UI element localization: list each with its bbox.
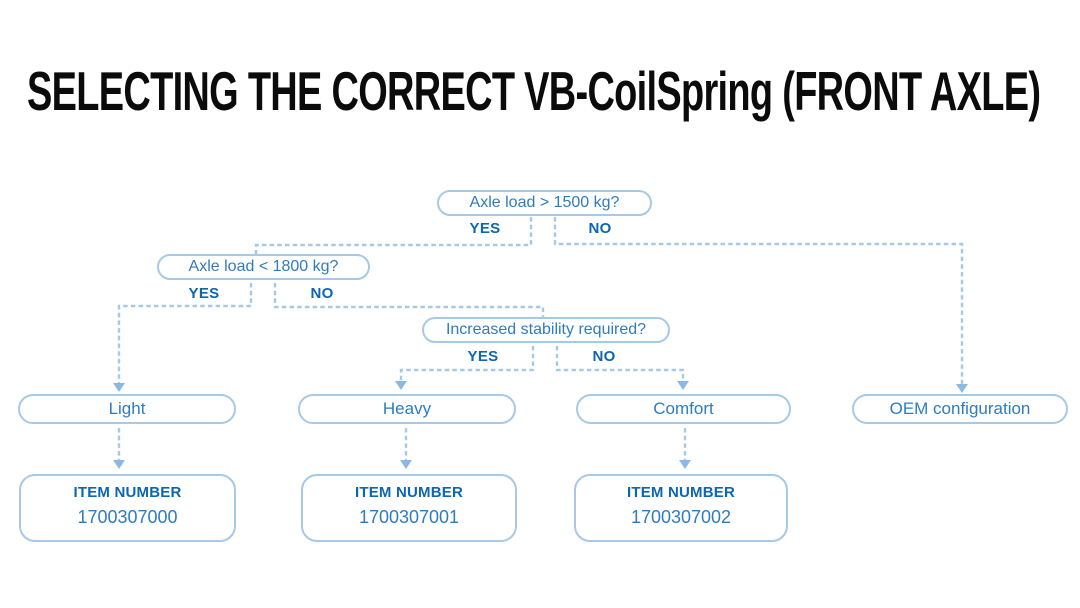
link-heavy-item: [400, 428, 412, 469]
decision-axle-load-1800: Axle load < 1800 kg?: [157, 254, 370, 280]
link-light-item: [113, 428, 125, 469]
decision-axle-load-1500: Axle load > 1500 kg?: [437, 190, 652, 216]
yes-label-1500: YES: [469, 220, 501, 237]
no-label-1800: NO: [310, 285, 334, 302]
item-number-box-light: ITEM NUMBER 1700307000: [19, 474, 236, 542]
link-comfort-item: [679, 428, 691, 469]
branch-no-1500: [553, 217, 968, 393]
arrow-down-icon: [113, 460, 125, 469]
arrow-down-icon: [113, 383, 125, 392]
option-comfort: Comfort: [576, 394, 791, 424]
option-heavy: Heavy: [298, 394, 516, 424]
arrow-down-icon: [956, 384, 968, 393]
arrow-down-icon: [395, 381, 407, 390]
item-number-box-heavy: ITEM NUMBER 1700307001: [301, 474, 517, 542]
option-oem-configuration: OEM configuration: [852, 394, 1068, 424]
arrow-down-icon: [679, 460, 691, 469]
item-number-value: 1700307001: [358, 506, 460, 527]
yes-label-1800: YES: [188, 285, 220, 302]
item-number-heading: ITEM NUMBER: [626, 484, 736, 501]
arrow-down-icon: [400, 460, 412, 469]
item-number-heading: ITEM NUMBER: [354, 484, 464, 501]
branch-no-1800: [273, 283, 545, 317]
page-title: SELECTING THE CORRECT VB-CoilSpring (FRO…: [27, 60, 1041, 122]
option-light: Light: [18, 394, 236, 424]
item-number-value: 1700307000: [77, 506, 178, 527]
branch-yes-1500: [254, 217, 533, 254]
item-number-box-comfort: ITEM NUMBER 1700307002: [574, 474, 788, 542]
item-number-heading: ITEM NUMBER: [73, 484, 182, 501]
item-number-value: 1700307002: [630, 506, 732, 527]
no-label-stability: NO: [592, 348, 616, 365]
yes-label-stability: YES: [467, 348, 499, 365]
branch-yes-stability: [395, 346, 535, 390]
branch-yes-1800: [113, 283, 253, 392]
arrow-down-icon: [677, 381, 689, 390]
branch-no-stability: [555, 346, 689, 390]
decision-stability: Increased stability required?: [422, 317, 670, 343]
no-label-1500: NO: [588, 220, 612, 237]
